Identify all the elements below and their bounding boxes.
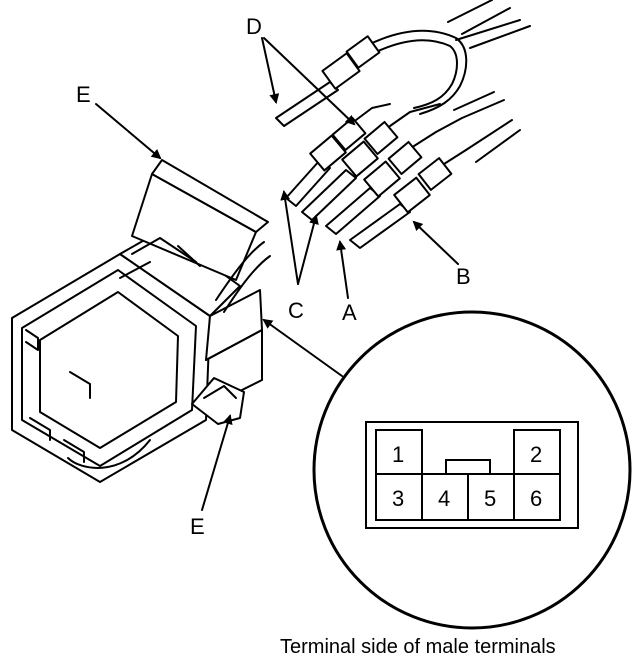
connector-housing — [11, 159, 271, 483]
terminal-d — [275, 35, 381, 127]
pinout-view: 1 2 3 4 5 6 — [312, 310, 632, 630]
terminal-b — [349, 149, 467, 249]
pin-5: 5 — [484, 486, 496, 511]
wire-harness — [369, 0, 531, 163]
pin-2: 2 — [530, 442, 542, 467]
callout-e-bottom: E — [190, 514, 205, 539]
terminal-c-lower — [301, 103, 441, 221]
pin-1: 1 — [392, 442, 404, 467]
callout-c: C — [288, 298, 304, 323]
leader-lines — [95, 37, 459, 511]
callout-e-top: E — [76, 82, 91, 107]
terminal-a — [325, 117, 463, 235]
terminal-c-upper — [285, 103, 391, 207]
callout-d: D — [246, 14, 262, 39]
pin-6: 6 — [530, 486, 542, 511]
pin-3: 3 — [392, 486, 404, 511]
callout-b: B — [456, 264, 471, 289]
callout-a: A — [342, 300, 357, 325]
pinout-caption: Terminal side of male terminals — [280, 636, 556, 658]
pin-4: 4 — [438, 486, 450, 511]
